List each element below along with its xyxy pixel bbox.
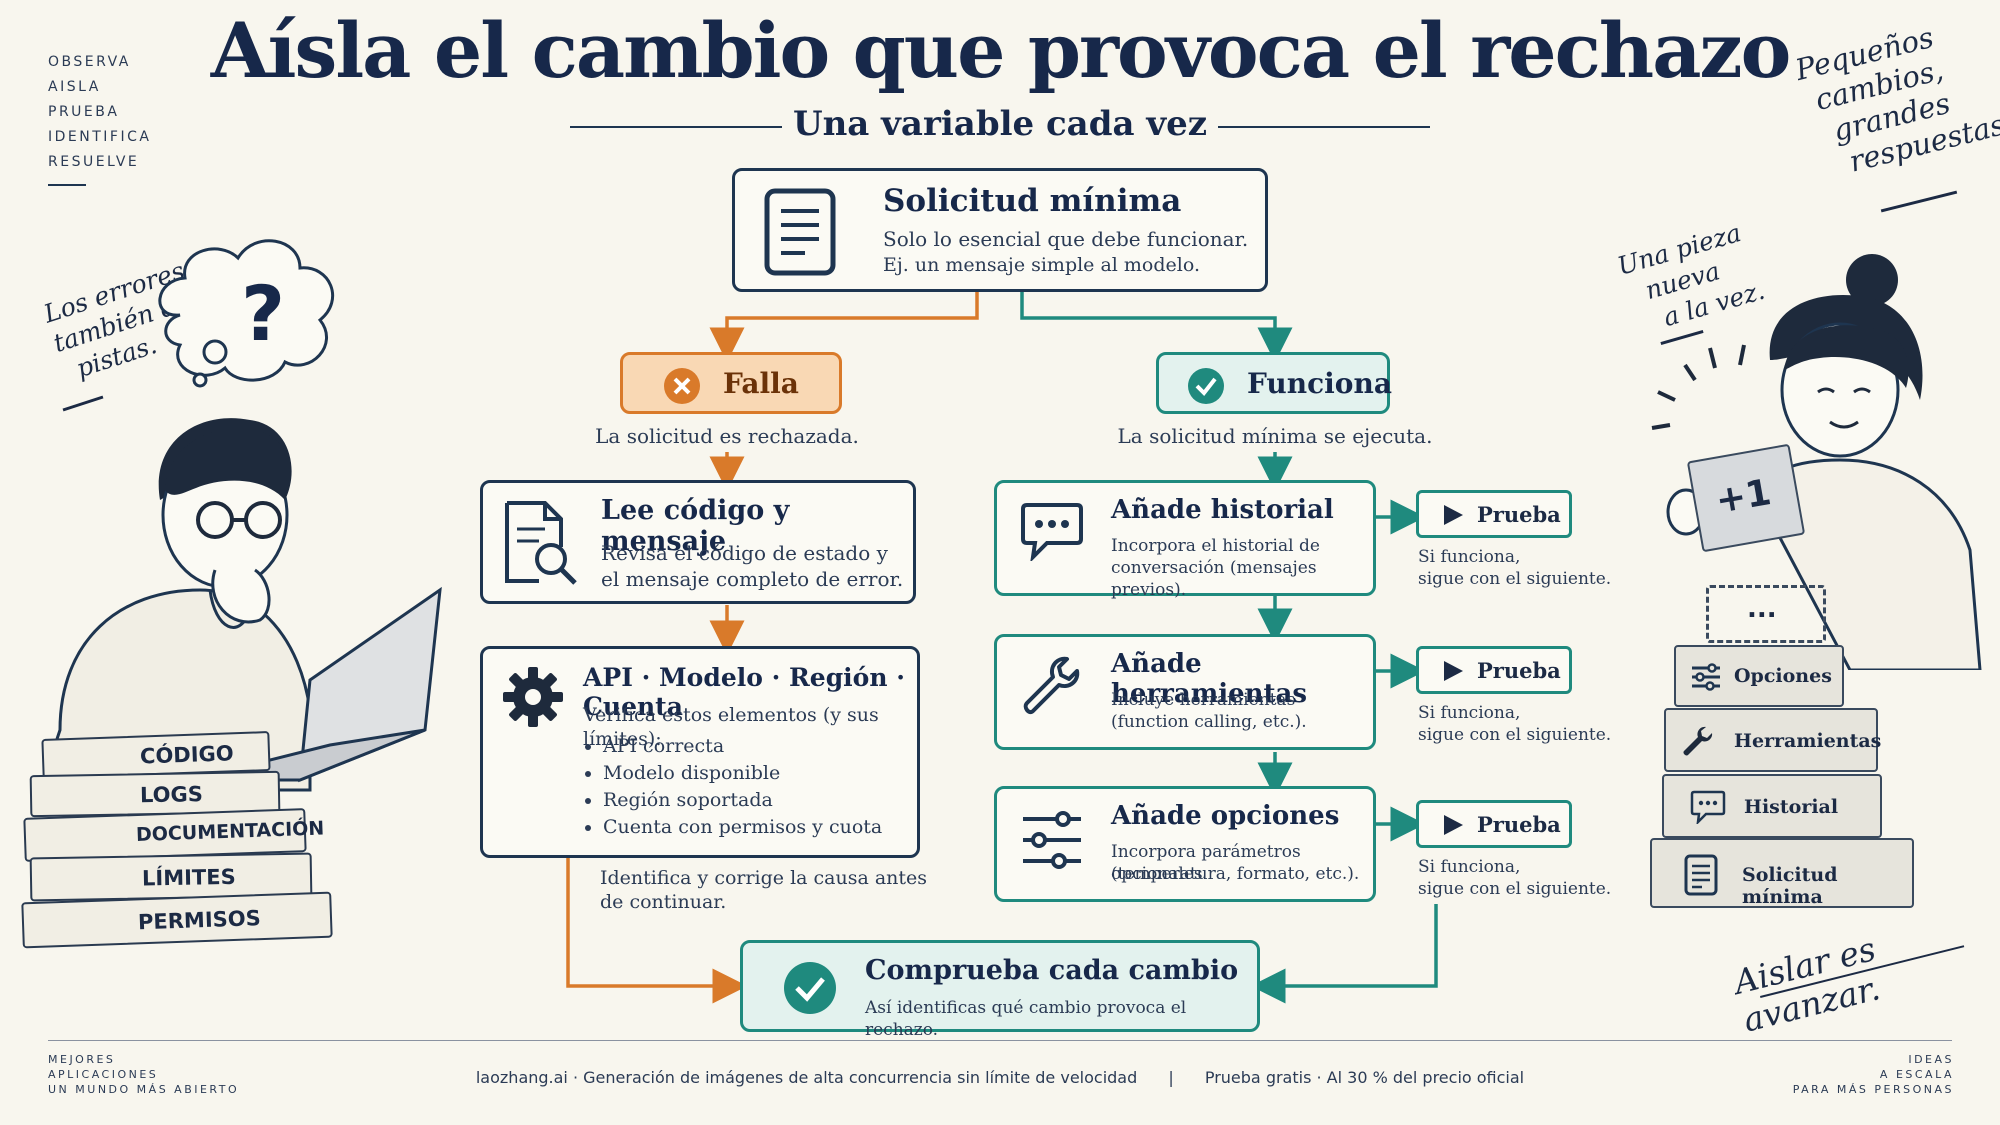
- step-history-box: Añade historial Incorpora el historial d…: [994, 480, 1376, 600]
- footer-separator: |: [1168, 1068, 1174, 1087]
- plus-one-block: +1: [1686, 443, 1806, 553]
- question-mark-icon: ?: [241, 269, 285, 358]
- stack-layer-tools: Herramientas: [1664, 708, 1882, 772]
- start-line1: Solo lo esencial que debe funcionar.: [883, 227, 1249, 251]
- step-tools-line2: (function calling, etc.).: [1111, 712, 1307, 732]
- test-label: Prueba: [1477, 658, 1561, 683]
- x-circle-icon: [664, 368, 700, 404]
- step-options-title: Añade opciones: [1111, 801, 1340, 831]
- final-check-box: Comprueba cada cambio Así identificas qu…: [740, 940, 1260, 1040]
- page-subtitle: Una variable cada vez: [792, 104, 1208, 144]
- read-code-box: Lee código y mensaje Revisa el código de…: [480, 480, 916, 604]
- test-label: Prueba: [1477, 502, 1561, 527]
- fail-caption: La solicitud es rechazada.: [595, 424, 859, 448]
- side-step: OBSERVA: [48, 54, 131, 70]
- test-note-1: Si funciona, sigue con el siguiente.: [1418, 547, 1612, 589]
- play-icon: [1444, 815, 1463, 835]
- stack-label: Historial: [1744, 796, 1839, 818]
- check-list: API correcta Modelo disponible Región so…: [579, 733, 882, 841]
- check-title: API · Modelo · Región · Cuenta: [583, 663, 905, 721]
- test-button-3[interactable]: Prueba: [1416, 800, 1572, 848]
- list-item: Modelo disponible: [603, 760, 882, 787]
- list-item: Cuenta con permisos y cuota: [603, 814, 882, 841]
- footer-link-a[interactable]: laozhang.ai · Generación de imágenes de …: [475, 1068, 1138, 1087]
- start-line2: Ej. un mensaje simple al modelo.: [883, 254, 1200, 276]
- test-button-2[interactable]: Prueba: [1416, 646, 1572, 694]
- fix-note: Identifica y corrige la causa antes de c…: [600, 867, 928, 913]
- stack-layer-minimal-request: Solicitud mínima: [1650, 838, 1914, 908]
- step-history-line1: Incorpora el historial de: [1111, 536, 1320, 556]
- final-line: Así identificas qué cambio provoca el re…: [865, 998, 1187, 1040]
- sliders-icon: [1023, 811, 1081, 869]
- subtitle-rule-right: [1218, 126, 1430, 128]
- placeholder-block: ...: [1706, 585, 1826, 643]
- test-button-1[interactable]: Prueba: [1416, 490, 1572, 538]
- step-history-line2: conversación (mensajes previos).: [1111, 558, 1317, 600]
- stack-layer-options: Opciones: [1674, 645, 1844, 707]
- stack-label: Opciones: [1734, 665, 1832, 687]
- start-minimal-request-box: Solicitud mínima Solo lo esencial que de…: [732, 168, 1268, 292]
- check-circle-icon: [784, 962, 836, 1014]
- ok-label: Funciona: [1247, 367, 1392, 400]
- side-step: PRUEBA: [48, 104, 120, 120]
- check-intro: Verifica estos elementos (y sus límites)…: [583, 704, 879, 750]
- start-title: Solicitud mínima: [883, 183, 1182, 219]
- wrench-icon: [1023, 656, 1080, 714]
- document-icon: [764, 188, 836, 276]
- stack-layer-history: Historial: [1662, 774, 1882, 838]
- wrench-icon: [1683, 726, 1713, 756]
- stack-label: Solicitud mínima: [1742, 864, 1838, 908]
- footer-center: laozhang.ai · Generación de imágenes de …: [0, 1068, 2000, 1087]
- read-line2: el mensaje completo de error.: [601, 567, 904, 591]
- footer-rule: [48, 1040, 1952, 1041]
- ok-caption: La solicitud mínima se ejecuta.: [1117, 424, 1433, 448]
- play-icon: [1444, 661, 1463, 681]
- side-step: AISLA: [48, 79, 101, 95]
- chat-bubble-icon: [1021, 503, 1083, 561]
- thought-cloud-icon: [158, 239, 335, 382]
- step-history-title: Añade historial: [1111, 495, 1334, 525]
- step-tools-box: Añade herramientas Incluye herramientas …: [994, 634, 1376, 750]
- test-label: Prueba: [1477, 812, 1561, 837]
- step-tools-title: Añade herramientas: [1111, 649, 1308, 709]
- stack-label: Herramientas: [1734, 730, 1882, 752]
- footer-left: MEJORES APLICACIONES UN MUNDO MÁS ABIERT…: [48, 1053, 240, 1096]
- final-title: Comprueba cada cambio: [865, 955, 1239, 986]
- play-icon: [1444, 505, 1463, 525]
- test-note-2: Si funciona, sigue con el siguiente.: [1418, 703, 1612, 745]
- step-tools-line1: Incluye herramientas: [1111, 690, 1296, 710]
- step-options-line2: (temperatura, formato, etc.).: [1111, 864, 1360, 884]
- fail-badge: Falla: [620, 352, 842, 414]
- subtitle-rule-left: [570, 126, 782, 128]
- step-options-box: Añade opciones Incorpora parámetros opci…: [994, 786, 1376, 902]
- page-title: Aísla el cambio que provoca el rechazo: [210, 6, 1792, 95]
- list-item: API correcta: [603, 733, 882, 760]
- file-search-icon: [505, 501, 577, 585]
- read-line1: Revisa el código de estado y: [601, 541, 888, 565]
- ok-badge: Funciona: [1156, 352, 1392, 414]
- check-api-box: API · Modelo · Región · Cuenta Verifica …: [480, 646, 920, 858]
- side-step: IDENTIFICA: [48, 129, 152, 145]
- gear-icon: [503, 667, 563, 727]
- side-step: RESUELVE: [48, 154, 140, 170]
- read-title: Lee código y mensaje: [601, 495, 790, 557]
- footer-link-b[interactable]: Prueba gratis · Al 30 % del precio ofici…: [1204, 1068, 1525, 1087]
- document-icon: [1684, 854, 1718, 896]
- sliders-icon: [1692, 663, 1720, 691]
- list-item: Región soportada: [603, 787, 882, 814]
- side-steps: OBSERVA AISLA PRUEBA IDENTIFICA RESUELVE: [48, 50, 151, 175]
- fail-label: Falla: [723, 367, 799, 400]
- test-note-3: Si funciona, sigue con el siguiente.: [1418, 857, 1612, 899]
- side-steps-rule: [48, 184, 86, 186]
- plus-one-label: +1: [1712, 471, 1775, 522]
- check-circle-icon: [1188, 368, 1224, 404]
- step-options-line1: Incorpora parámetros opcionales: [1111, 842, 1301, 884]
- chat-bubble-icon: [1690, 790, 1726, 824]
- footer-right: IDEAS A ESCALA PARA MÁS PERSONAS: [1792, 1053, 1954, 1096]
